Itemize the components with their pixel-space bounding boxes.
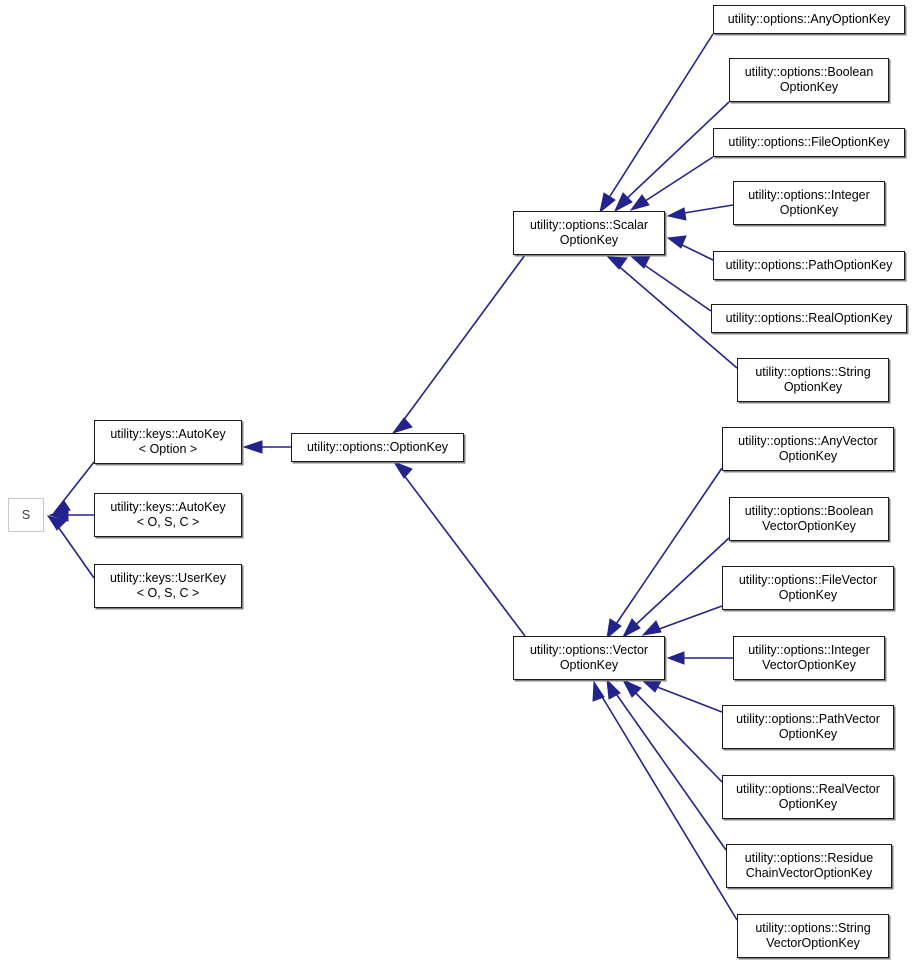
inheritance-edge	[592, 680, 738, 921]
class-node-file[interactable]: utility::options::FileOptionKey	[713, 128, 905, 157]
class-node-label: utility::options::FileVector OptionKey	[738, 573, 878, 602]
class-node-int[interactable]: utility::options::Integer OptionKey	[733, 181, 885, 225]
inheritance-edge	[641, 605, 723, 636]
class-node-bool[interactable]: utility::options::Boolean OptionKey	[729, 58, 889, 102]
inheritance-edge	[606, 467, 723, 640]
inheritance-edge	[613, 101, 730, 213]
arrowhead-icon	[621, 618, 641, 639]
class-node-label: utility::options::PathVector OptionKey	[736, 712, 880, 741]
arrowhead-icon	[621, 678, 642, 698]
arrowhead-icon	[606, 256, 628, 270]
inheritance-edge	[666, 235, 714, 261]
class-node-autokey_option[interactable]: utility::keys::AutoKey < Option >	[94, 420, 242, 464]
inheritance-edge	[630, 255, 712, 312]
arrowhead-icon	[392, 460, 413, 479]
arrowhead-icon	[606, 678, 621, 700]
arrowhead-icon	[599, 192, 616, 214]
inheritance-edge	[52, 461, 95, 514]
class-node-optionkey[interactable]: utility::options::OptionKey	[291, 433, 464, 462]
class-node-realvec[interactable]: utility::options::RealVector OptionKey	[722, 775, 894, 819]
inheritance-edge	[599, 33, 714, 214]
arrowhead-icon	[641, 680, 662, 693]
class-node-boolvec[interactable]: utility::options::Boolean VectorOptionKe…	[729, 497, 889, 541]
class-node-label: utility::options::FileOptionKey	[728, 135, 890, 149]
inheritance-edge	[606, 256, 738, 369]
class-node-label: utility::keys::UserKey < O, S, C >	[109, 571, 226, 600]
class-node-s[interactable]: S	[8, 498, 44, 532]
class-node-label: utility::keys::AutoKey < O, S, C >	[110, 500, 226, 529]
inheritance-edge	[606, 678, 727, 851]
class-node-label: utility::options::Residue ChainVectorOpt…	[744, 851, 874, 880]
arrowhead-icon	[629, 194, 650, 211]
inheritance-edge	[242, 440, 291, 454]
class-node-autokey_osc[interactable]: utility::keys::AutoKey < O, S, C >	[94, 493, 242, 537]
arrowhead-icon	[242, 440, 263, 454]
class-node-filevec[interactable]: utility::options::FileVector OptionKey	[722, 566, 894, 610]
class-node-label: utility::options::Integer OptionKey	[748, 188, 870, 217]
arrowhead-icon	[46, 515, 67, 531]
inheritance-edge	[666, 651, 733, 665]
class-node-label: utility::options::RealVector OptionKey	[736, 782, 880, 811]
inheritance-edge	[629, 156, 714, 211]
class-node-intvec[interactable]: utility::options::Integer VectorOptionKe…	[733, 636, 885, 680]
class-node-stringvec[interactable]: utility::options::String VectorOptionKey	[737, 914, 889, 958]
class-node-label: utility::options::AnyOptionKey	[727, 12, 891, 26]
arrowhead-icon	[641, 620, 662, 636]
arrowhead-icon	[630, 255, 651, 269]
arrowhead-icon	[666, 651, 685, 665]
inheritance-edge	[666, 204, 734, 221]
arrowhead-icon	[606, 618, 622, 640]
class-node-label: utility::options::String OptionKey	[755, 365, 871, 394]
class-node-label: utility::options::OptionKey	[306, 440, 449, 454]
class-node-any[interactable]: utility::options::AnyOptionKey	[713, 5, 905, 34]
arrowhead-icon	[666, 235, 687, 249]
class-node-label: utility::options::RealOptionKey	[725, 311, 893, 325]
class-node-label: utility::options::Boolean VectorOptionKe…	[744, 504, 874, 533]
class-node-residuevec[interactable]: utility::options::Residue ChainVectorOpt…	[726, 844, 892, 888]
inheritance-edge	[46, 515, 95, 579]
arrowhead-icon	[666, 207, 687, 221]
class-node-label: utility::options::Integer VectorOptionKe…	[748, 643, 870, 672]
inheritance-edge	[391, 254, 526, 434]
class-node-real[interactable]: utility::options::RealOptionKey	[711, 304, 907, 333]
class-node-label: utility::options::String VectorOptionKey	[755, 921, 871, 950]
inheritance-edge	[48, 508, 94, 522]
class-node-label: utility::keys::AutoKey < Option >	[110, 427, 226, 456]
class-node-label: utility::options::Scalar OptionKey	[529, 218, 649, 247]
class-node-userkey_osc[interactable]: utility::keys::UserKey < O, S, C >	[94, 564, 242, 608]
class-node-label: utility::options::PathOptionKey	[725, 258, 893, 272]
class-node-label: utility::options::Boolean OptionKey	[744, 65, 874, 94]
arrowhead-icon	[592, 680, 605, 702]
class-node-vector[interactable]: utility::options::Vector OptionKey	[513, 636, 665, 680]
class-node-scalar[interactable]: utility::options::Scalar OptionKey	[513, 211, 665, 255]
arrowhead-icon	[48, 508, 69, 522]
arrowhead-icon	[391, 417, 413, 434]
class-node-path[interactable]: utility::options::PathOptionKey	[713, 251, 905, 280]
class-node-label: S	[21, 507, 31, 522]
inheritance-edge	[621, 678, 723, 783]
inheritance-edge	[621, 537, 730, 639]
inheritance-edge	[392, 460, 526, 637]
class-node-pathvec[interactable]: utility::options::PathVector OptionKey	[722, 705, 894, 749]
arrowhead-icon	[613, 192, 633, 213]
inheritance-edge	[641, 680, 723, 713]
class-node-string[interactable]: utility::options::String OptionKey	[737, 358, 889, 402]
class-node-label: utility::options::AnyVector OptionKey	[738, 434, 878, 463]
class-node-label: utility::options::Vector OptionKey	[529, 643, 649, 672]
class-node-anyvec[interactable]: utility::options::AnyVector OptionKey	[722, 427, 894, 471]
